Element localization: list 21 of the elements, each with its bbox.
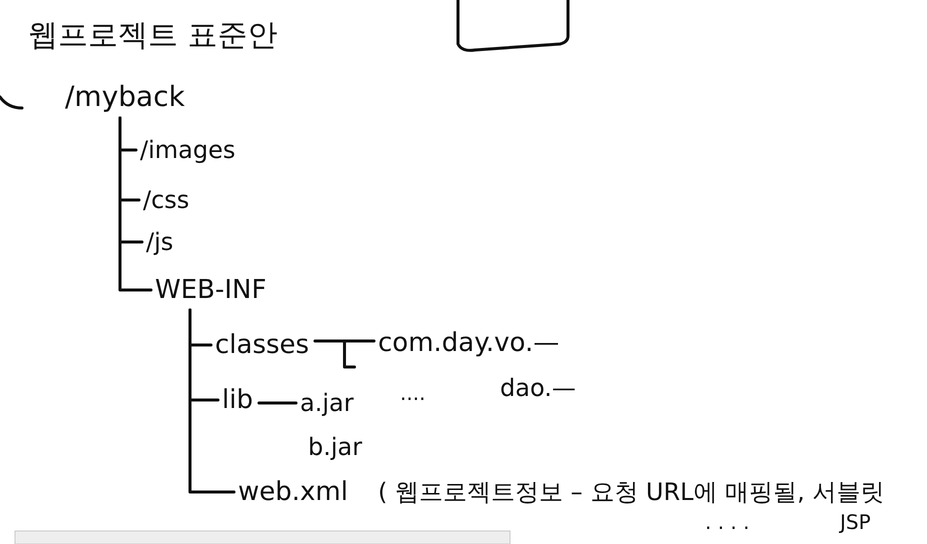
node-text: lib (222, 384, 253, 416)
note-text: ( 웹프로젝트정보 – 요청 URL에 매핑될, 서블릿 (378, 477, 884, 507)
node-text: dao.— (500, 373, 576, 403)
node-text: /myback (65, 80, 185, 114)
note-text: JSP (840, 509, 871, 535)
title: 웹프로젝트 표준안 (28, 18, 278, 54)
note-text: .... (400, 380, 426, 406)
node-text: com.day.vo.— (378, 327, 560, 359)
node-text: classes (215, 329, 310, 361)
node-text: WEB-INF (155, 274, 266, 306)
node-text: web.xml (238, 476, 348, 508)
node-text: a.jar (300, 388, 354, 418)
tree-line (188, 308, 236, 494)
node-text: /js (146, 227, 174, 257)
tree-line (314, 340, 376, 368)
node-text: b.jar (308, 432, 362, 462)
node-text: /css (143, 185, 190, 215)
node-text: /images (140, 135, 236, 165)
tree-line (118, 116, 152, 292)
note-text: . . . . (705, 509, 750, 535)
tree-line (258, 402, 298, 404)
